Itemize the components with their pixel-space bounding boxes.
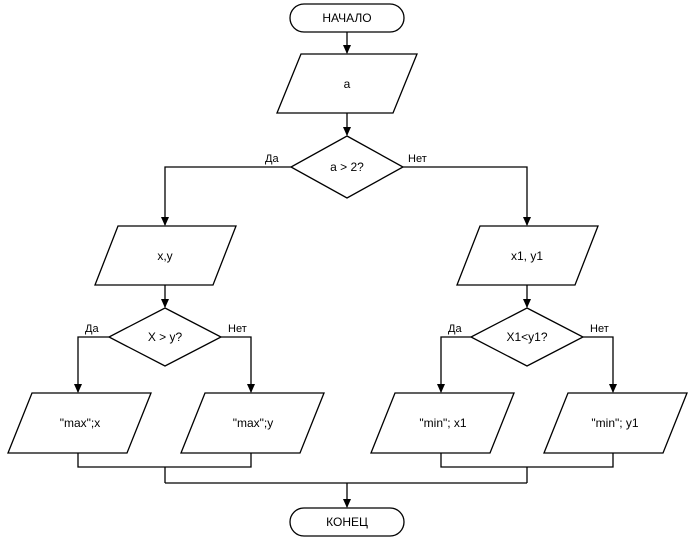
- decision-main-label: a > 2?: [330, 160, 364, 174]
- edge-cond-right-yes: [437, 336, 471, 393]
- merge-right: [440, 453, 614, 468]
- end-label: КОНЕЦ: [326, 515, 368, 529]
- input-a-label: a: [344, 77, 351, 91]
- input-a-box: a: [276, 53, 418, 114]
- output-min-x1-box: "min"; x1: [370, 392, 515, 454]
- decision-right: X1<y1?: [469, 307, 585, 367]
- edge-cond-left-yes: [74, 336, 109, 393]
- input-xy-box: x,y: [94, 225, 237, 286]
- yes-label-main: Да: [265, 153, 279, 165]
- no-label-right: Нет: [590, 323, 609, 335]
- yes-label-right: Да: [448, 323, 462, 335]
- output-max-y-label: "max";y: [233, 416, 274, 430]
- connectors: [74, 32, 617, 508]
- output-max-x-label: "max";x: [60, 416, 101, 430]
- decision-main: a > 2?: [289, 135, 405, 199]
- output-min-y1-box: "min"; y1: [543, 392, 688, 454]
- edge-cond-right-no: [583, 336, 617, 393]
- no-label-main: Нет: [408, 153, 427, 165]
- decision-left: X > y?: [107, 307, 223, 367]
- start-label: НАЧАЛО: [322, 11, 371, 25]
- decision-right-label: X1<y1?: [506, 330, 547, 344]
- output-min-x1-label: "min"; x1: [419, 416, 467, 430]
- end-terminator: КОНЕЦ: [289, 507, 405, 537]
- start-terminator: НАЧАЛО: [289, 3, 405, 33]
- output-max-x-box: "max";x: [7, 392, 152, 454]
- input-x1y1-box: x1, y1: [456, 225, 599, 286]
- decision-left-label: X > y?: [148, 330, 183, 344]
- edge-cond-main-yes: [161, 166, 291, 226]
- yes-label-left: Да: [85, 323, 99, 335]
- merge-left: [77, 453, 252, 468]
- input-x1y1-label: x1, y1: [511, 249, 543, 263]
- input-xy-label: x,y: [157, 249, 172, 263]
- no-label-left: Нет: [228, 323, 247, 335]
- output-max-y-box: "max";y: [180, 392, 325, 454]
- edge-cond-main-no: [403, 166, 531, 226]
- output-min-y1-label: "min"; y1: [591, 416, 639, 430]
- edge-cond-left-no: [221, 336, 255, 393]
